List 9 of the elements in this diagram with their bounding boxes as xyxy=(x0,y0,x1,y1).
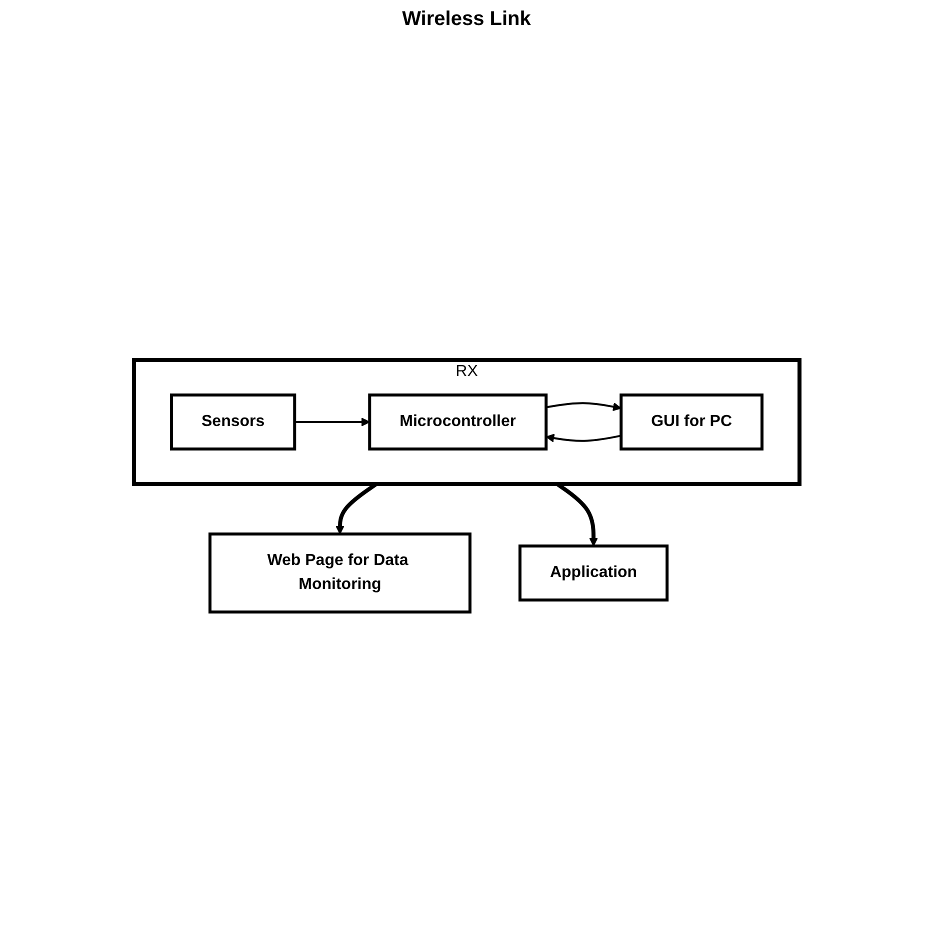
node-box: Web Page for Data Monitoring xyxy=(208,532,472,613)
node-box: Microcontroller xyxy=(368,393,548,450)
arrow xyxy=(545,433,622,442)
arrow xyxy=(294,417,370,426)
node-box: Application xyxy=(518,544,668,601)
arrow xyxy=(546,402,622,411)
node-box: Sensors xyxy=(170,393,296,450)
node-box: GUI for PC xyxy=(619,393,764,450)
note-label: Wireless Link xyxy=(402,8,531,31)
